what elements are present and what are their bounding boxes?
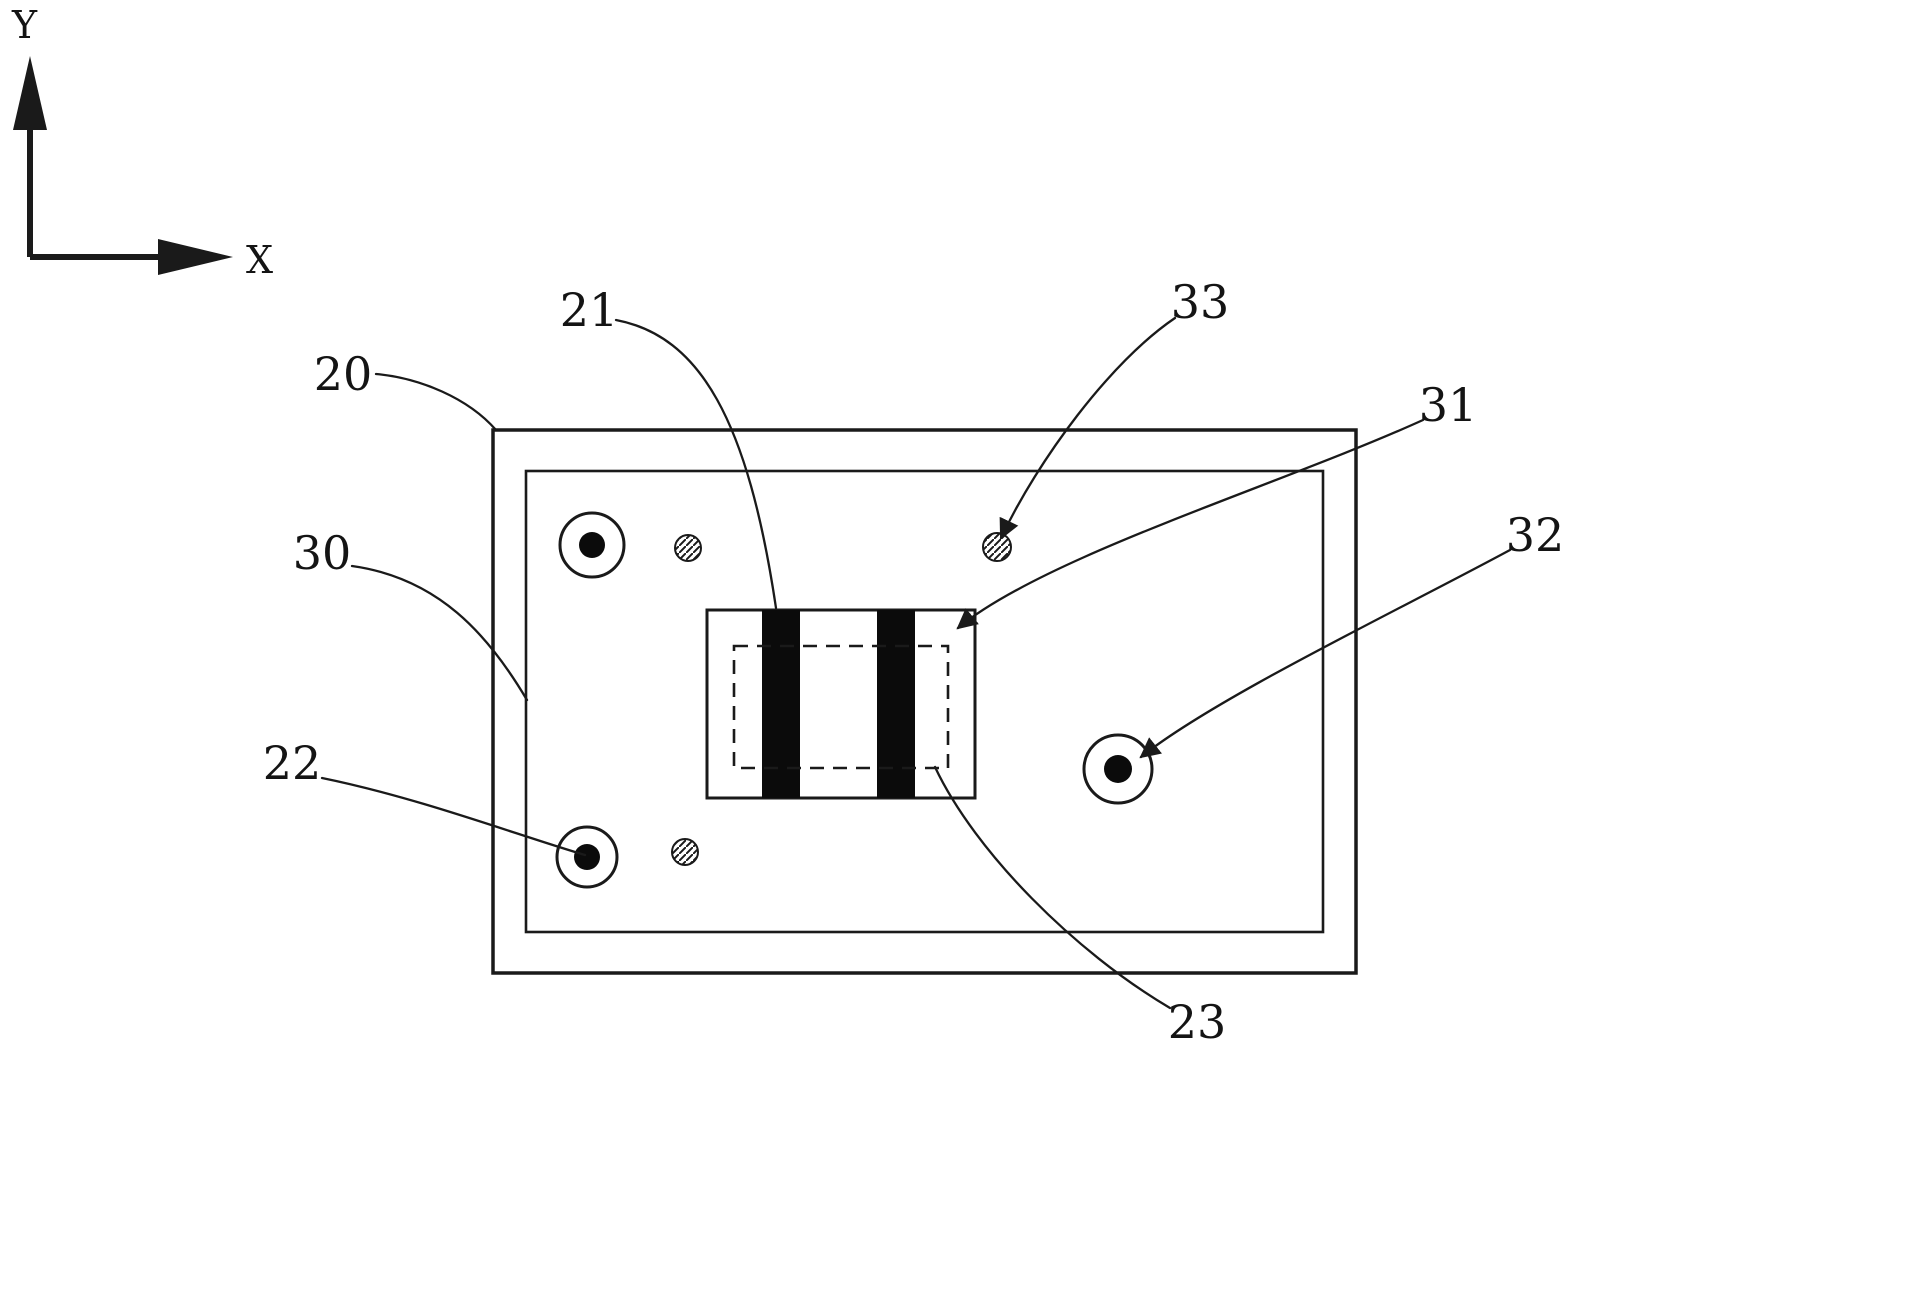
ref-label-33: 33 xyxy=(1171,275,1230,329)
mount-hole-bottom-left xyxy=(555,825,619,889)
ref-label-30: 30 xyxy=(293,526,352,580)
mount-hole-center-dot xyxy=(574,844,600,870)
outer-plate-rect xyxy=(491,428,1358,975)
leader-line-33 xyxy=(999,316,1177,540)
coordinate-axes: Y X xyxy=(11,3,273,282)
right-black-bar xyxy=(877,610,915,798)
inner-plate-rect xyxy=(524,469,1325,934)
ref-label-23: 23 xyxy=(1168,995,1227,1049)
leader-line-21 xyxy=(614,318,778,610)
dashed-inner-rect xyxy=(732,644,950,770)
ref-label-21: 21 xyxy=(560,283,619,337)
ref-label-20: 20 xyxy=(314,347,373,401)
mount-hole-outer-circle xyxy=(558,511,626,579)
leader-line-23 xyxy=(933,765,1172,1010)
x-axis-label: X xyxy=(246,238,273,282)
mount-hole-outer-circle xyxy=(555,825,619,889)
ref-label-31: 31 xyxy=(1419,378,1478,432)
component-outline-rect xyxy=(705,608,977,800)
mount-hole-right xyxy=(1082,733,1154,805)
ref-label-22: 22 xyxy=(263,736,322,790)
leader-lines xyxy=(320,316,1512,1010)
leader-line-32 xyxy=(1139,548,1512,759)
hatched-pin-holes xyxy=(671,532,1012,866)
leader-line-30 xyxy=(350,564,529,702)
leader-line-31 xyxy=(956,418,1425,630)
left-black-bar xyxy=(762,610,800,798)
y-axis-label: Y xyxy=(11,3,38,47)
hatched-pin-hole xyxy=(982,532,1012,562)
mount-hole-outer-circle xyxy=(1082,733,1154,805)
leader-line-22 xyxy=(320,776,587,857)
reference-labels: 20 21 33 31 32 30 22 23 xyxy=(263,275,1565,1049)
central-component xyxy=(705,608,977,800)
hatched-pin-hole xyxy=(671,838,699,866)
mount-hole-center-dot xyxy=(579,532,605,558)
leader-line-20 xyxy=(374,372,498,432)
mount-hole-center-dot xyxy=(1104,755,1132,783)
y-axis-arrowhead-icon xyxy=(13,56,47,130)
plate-outline xyxy=(491,428,1358,975)
hatched-pin-hole xyxy=(674,534,702,562)
ref-label-32: 32 xyxy=(1506,508,1565,562)
mount-hole-top-left xyxy=(558,511,626,579)
x-axis-arrowhead-icon xyxy=(158,239,233,275)
